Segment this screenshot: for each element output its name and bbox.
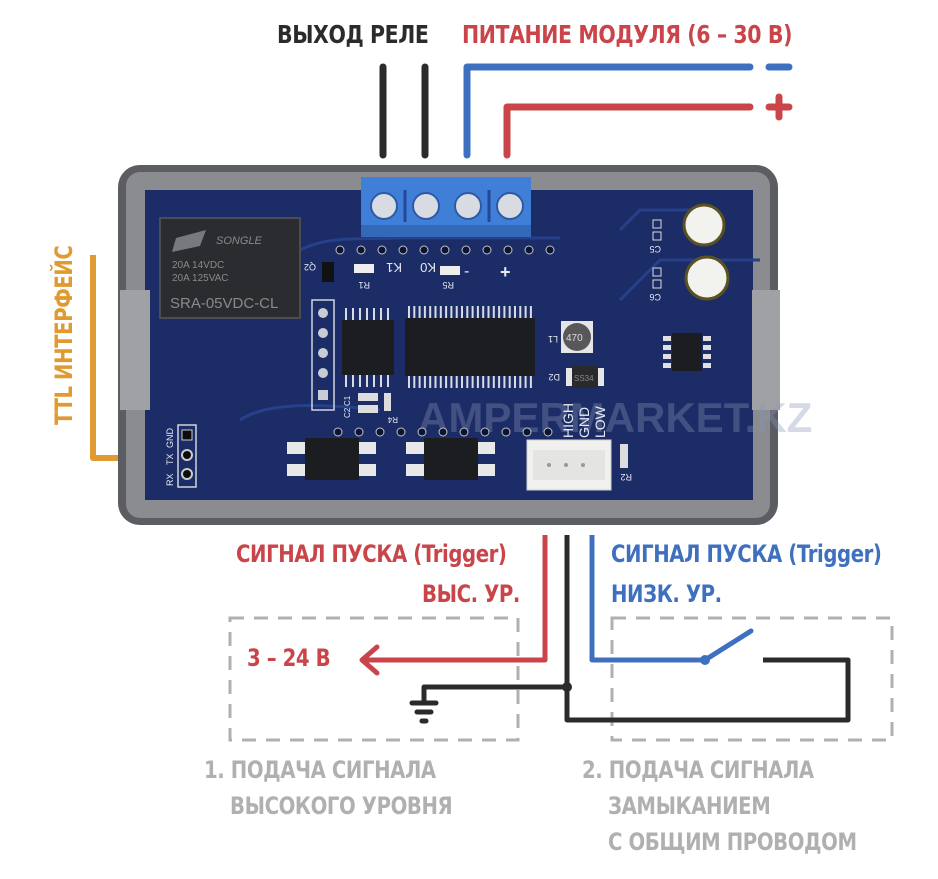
method1-box bbox=[228, 616, 520, 742]
inductor: 470 L1 bbox=[548, 321, 593, 353]
method1-line2: ВЫСОКОГО УРОВНЯ bbox=[230, 792, 453, 820]
svg-text:SRA-05VDC-CL: SRA-05VDC-CL bbox=[170, 295, 278, 312]
ground-icon bbox=[409, 700, 439, 724]
svg-text:R4: R4 bbox=[387, 415, 398, 424]
programming-header bbox=[311, 299, 335, 411]
svg-text:D2: D2 bbox=[548, 372, 560, 382]
svg-text:+: + bbox=[500, 262, 511, 282]
capacitors: C5 C6 bbox=[649, 203, 730, 302]
switch-pivot bbox=[700, 655, 710, 665]
method2-line1: 2. ПОДАЧА СИГНАЛА bbox=[582, 756, 814, 784]
pin-row-top bbox=[335, 245, 555, 255]
power-plus-wire bbox=[503, 103, 754, 159]
svg-text:C1: C1 bbox=[343, 395, 352, 406]
svg-text:R1: R1 bbox=[358, 280, 370, 290]
optocoupler-1 bbox=[287, 438, 376, 480]
svg-text:470: 470 bbox=[566, 333, 583, 344]
trigger-low-wire bbox=[589, 535, 705, 663]
svg-text:HIGH: HIGH bbox=[560, 403, 576, 438]
svg-text:GND: GND bbox=[576, 407, 592, 438]
method2-line3: С ОБЩИМ ПРОВОДОМ bbox=[608, 828, 857, 856]
svg-text:R5: R5 bbox=[442, 280, 454, 290]
svg-text:L1: L1 bbox=[548, 334, 558, 344]
svg-text:LOW: LOW bbox=[592, 405, 608, 438]
terminal-block bbox=[361, 177, 531, 237]
method1-line1: 1. ПОДАЧА СИГНАЛА bbox=[204, 756, 436, 784]
gnd-wire bbox=[564, 535, 851, 723]
svg-text:SS34: SS34 bbox=[574, 374, 594, 383]
arrow-left-icon bbox=[359, 644, 380, 676]
ttl-interface-label: TTL ИНТЕРФЕЙС bbox=[50, 245, 78, 425]
ground-branch-wire bbox=[421, 684, 567, 703]
method2-line2: ЗАМЫКАНИЕМ bbox=[608, 792, 771, 820]
trigger-high-wire bbox=[362, 535, 548, 663]
trigger-connector bbox=[526, 439, 612, 491]
pin-row-bottom bbox=[333, 427, 553, 437]
plus-sign-icon bbox=[765, 93, 793, 121]
ttl-arrow-line bbox=[90, 255, 128, 461]
svg-text:R2: R2 bbox=[620, 472, 632, 482]
ttl-header bbox=[177, 424, 197, 488]
diode: SS34 D2 bbox=[548, 366, 604, 388]
voltage-range-label: 3 – 24 В bbox=[247, 644, 331, 672]
trigger-high-level: ВЫС. УР. bbox=[422, 580, 520, 608]
svg-text:K0: K0 bbox=[420, 260, 436, 275]
optocoupler-2 bbox=[406, 438, 495, 480]
ic-8pin bbox=[663, 333, 711, 371]
svg-text:RX: RX bbox=[165, 473, 175, 486]
watermark: AMPERMARKET.KZ bbox=[418, 394, 812, 441]
relay: SONGLE 20A 14VDC 20A 125VAC SRA-05VDC-CL bbox=[159, 217, 301, 319]
trigger-low-level: НИЗК. УР. bbox=[611, 580, 722, 608]
svg-text:-: - bbox=[464, 263, 469, 280]
module-power-label: ПИТАНИЕ МОДУЛЯ (6 – 30 В) bbox=[462, 20, 793, 49]
svg-text:TX: TX bbox=[165, 453, 175, 465]
svg-text:SONGLE: SONGLE bbox=[216, 235, 263, 247]
svg-text:K1: K1 bbox=[386, 260, 402, 275]
relay-output-label: ВЫХОД РЕЛЕ bbox=[277, 20, 429, 49]
svg-text:C2: C2 bbox=[343, 407, 352, 418]
svg-text:C5: C5 bbox=[649, 244, 661, 254]
power-minus-wire bbox=[463, 63, 754, 159]
svg-text:C6: C6 bbox=[649, 292, 661, 302]
ic-small bbox=[342, 308, 394, 387]
trigger-low-title: СИГНАЛ ПУСКА (Trigger) bbox=[611, 540, 882, 568]
ic-main bbox=[405, 306, 535, 388]
module-board: SONGLE 20A 14VDC 20A 125VAC SRA-05VDC-CL… bbox=[118, 165, 812, 525]
method2-box bbox=[610, 616, 894, 742]
switch-icon bbox=[702, 628, 754, 663]
trigger-high-title: СИГНАЛ ПУСКА (Trigger) bbox=[236, 540, 507, 568]
svg-text:Q2: Q2 bbox=[304, 262, 316, 272]
junction-dot bbox=[562, 682, 572, 692]
svg-text:20A 125VAC: 20A 125VAC bbox=[172, 273, 229, 284]
svg-text:GND: GND bbox=[165, 428, 175, 449]
svg-text:20A 14VDC: 20A 14VDC bbox=[172, 260, 224, 271]
